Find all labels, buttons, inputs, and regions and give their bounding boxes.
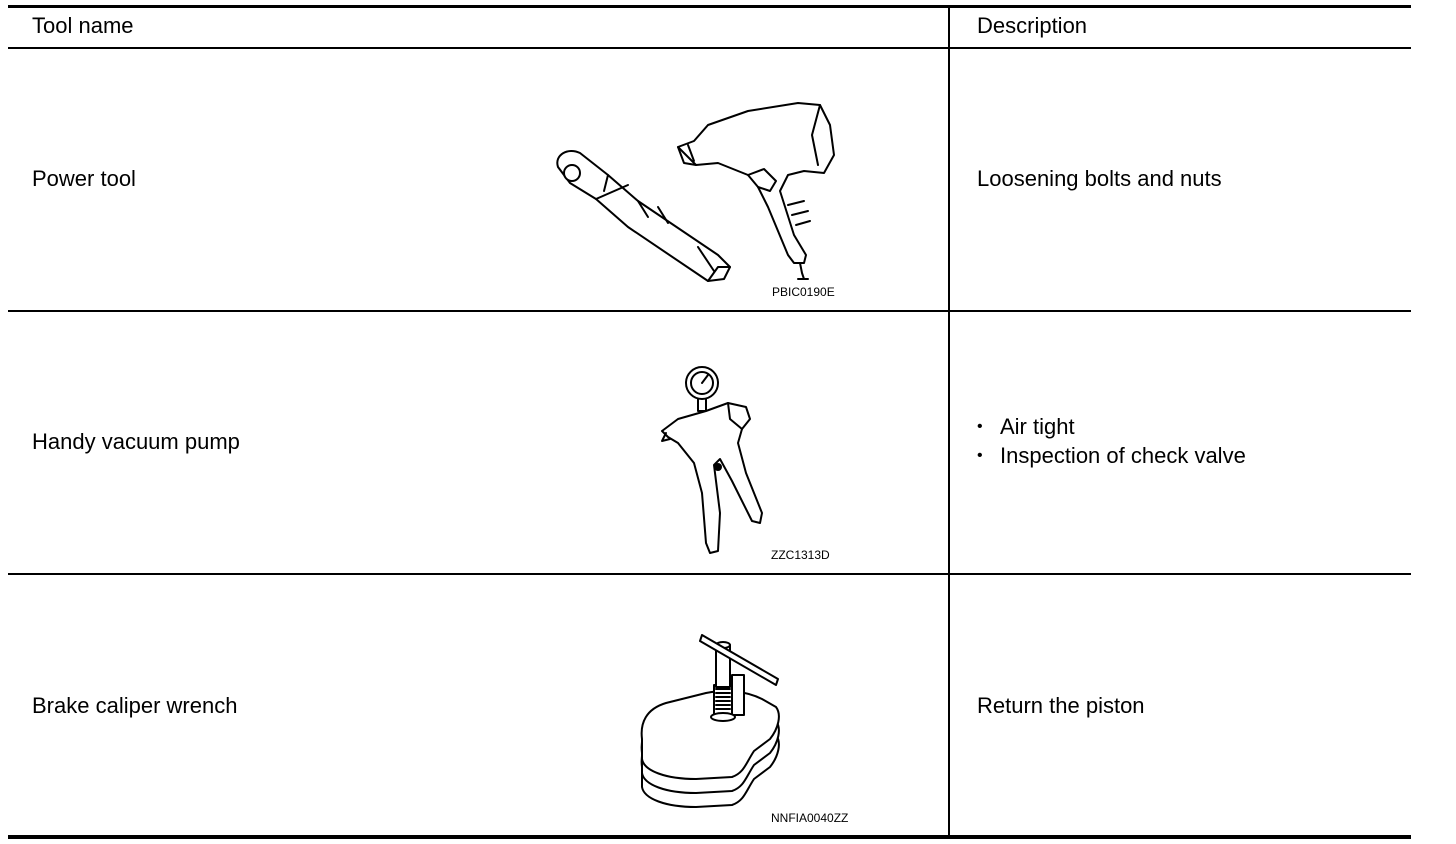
power-tool-icon (556, 102, 835, 282)
table-bottom-rule (8, 835, 1411, 839)
tool-name-vacuum-pump: Handy vacuum pump (32, 429, 240, 454)
vacuum-pump-figure (658, 363, 778, 554)
tool-table: Tool name Description Power tool PBIC019… (8, 5, 1411, 839)
caliper-wrench-icon (640, 634, 780, 808)
header-tool-name: Tool name (32, 13, 134, 38)
tool-name-caliper-wrench: Brake caliper wrench (32, 693, 238, 718)
description-vacuum-pump: Air tight Inspection of check valve (977, 412, 1246, 470)
description-bullet-item: Air tight (977, 412, 1246, 441)
column-divider (948, 5, 950, 839)
row-divider (8, 310, 1411, 312)
power-tool-figure (548, 95, 848, 295)
table-top-rule (8, 5, 1411, 8)
header-rule (8, 47, 1411, 49)
tool-name-power-tool: Power tool (32, 166, 136, 191)
vacuum-pump-icon (661, 366, 763, 554)
figure-code: NNFIA0040ZZ (771, 811, 849, 825)
figure-code: PBIC0190E (772, 285, 835, 299)
description-bullet-item: Inspection of check valve (977, 441, 1246, 470)
description-power-tool: Loosening bolts and nuts (977, 166, 1222, 191)
caliper-wrench-figure (636, 627, 796, 813)
description-bullet-list: Air tight Inspection of check valve (977, 412, 1246, 470)
row-divider (8, 573, 1411, 575)
description-caliper-wrench: Return the piston (977, 693, 1145, 718)
figure-code: ZZC1313D (771, 548, 830, 562)
header-description: Description (977, 13, 1088, 38)
